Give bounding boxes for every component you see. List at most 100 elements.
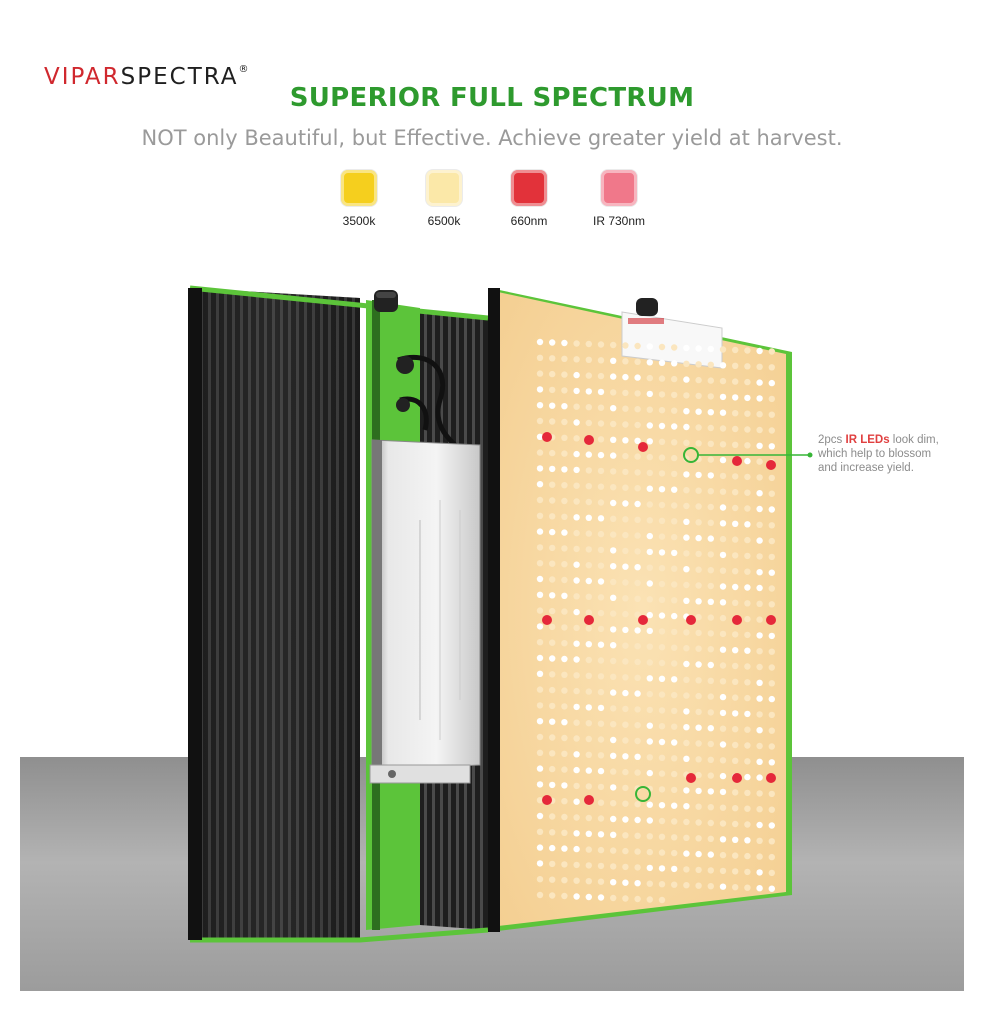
led — [695, 408, 702, 415]
led — [610, 499, 617, 507]
led — [573, 893, 580, 900]
callout-prefix: 2pcs — [818, 434, 846, 446]
led — [549, 892, 556, 899]
led — [634, 342, 641, 350]
led — [585, 672, 592, 679]
led — [744, 521, 751, 528]
led — [707, 709, 714, 716]
led — [671, 407, 678, 414]
led — [707, 424, 714, 432]
led — [695, 598, 702, 605]
led — [683, 392, 690, 399]
led — [695, 787, 702, 795]
led — [549, 528, 556, 536]
led — [536, 354, 544, 361]
led — [597, 562, 605, 569]
led — [671, 581, 678, 588]
led — [768, 885, 775, 892]
led — [573, 766, 580, 774]
led-red — [638, 442, 648, 452]
led — [536, 560, 544, 567]
led — [671, 375, 678, 383]
led — [756, 537, 763, 544]
led — [646, 580, 653, 587]
led — [732, 820, 739, 828]
led — [719, 504, 727, 511]
led — [719, 441, 727, 448]
led — [573, 751, 580, 758]
led — [622, 452, 629, 460]
led — [671, 802, 678, 809]
led-red — [732, 615, 742, 625]
led — [622, 863, 629, 871]
led — [732, 836, 739, 843]
led — [634, 611, 641, 618]
led — [549, 686, 556, 694]
led — [549, 765, 556, 773]
led — [597, 594, 605, 601]
led — [561, 703, 568, 710]
led — [768, 490, 775, 497]
led — [744, 378, 751, 386]
led — [646, 596, 653, 603]
led — [561, 750, 568, 757]
led — [610, 405, 617, 412]
led — [634, 500, 641, 508]
led — [549, 370, 556, 378]
led — [671, 881, 678, 888]
registered-mark: ® — [238, 64, 249, 75]
led — [658, 691, 666, 698]
callout-suffix: look dim, — [889, 434, 939, 446]
led — [658, 881, 666, 888]
led — [622, 705, 629, 713]
led — [707, 551, 714, 558]
led — [756, 727, 763, 734]
led — [561, 561, 568, 568]
led — [719, 804, 727, 811]
led — [719, 772, 727, 780]
led — [683, 882, 690, 889]
led — [756, 790, 763, 797]
led-red — [584, 795, 594, 805]
led — [719, 820, 727, 827]
led — [610, 531, 617, 538]
led — [732, 520, 739, 527]
led — [536, 386, 544, 393]
led — [634, 358, 641, 365]
led — [671, 565, 678, 572]
led — [732, 583, 739, 591]
led — [536, 844, 544, 851]
led — [622, 421, 629, 428]
led — [658, 644, 666, 651]
led — [707, 835, 714, 842]
led — [744, 884, 751, 891]
led — [622, 879, 629, 886]
led — [683, 724, 690, 731]
led — [610, 784, 617, 791]
led — [585, 751, 592, 758]
led — [561, 576, 568, 584]
led — [536, 860, 544, 867]
led — [719, 567, 727, 574]
led-red — [686, 773, 696, 783]
led — [585, 530, 592, 537]
led — [585, 830, 592, 837]
led — [707, 756, 714, 763]
led — [549, 623, 556, 631]
led — [634, 579, 641, 587]
led — [744, 726, 751, 733]
led — [646, 643, 653, 650]
led — [658, 612, 666, 619]
led — [610, 626, 617, 633]
led — [732, 378, 739, 385]
led — [646, 896, 653, 903]
led — [585, 720, 592, 727]
led — [597, 467, 605, 475]
led — [671, 502, 678, 509]
led — [744, 773, 751, 781]
led — [597, 546, 605, 554]
led — [707, 519, 714, 526]
led — [646, 769, 653, 777]
led — [549, 702, 556, 710]
led — [719, 883, 727, 890]
